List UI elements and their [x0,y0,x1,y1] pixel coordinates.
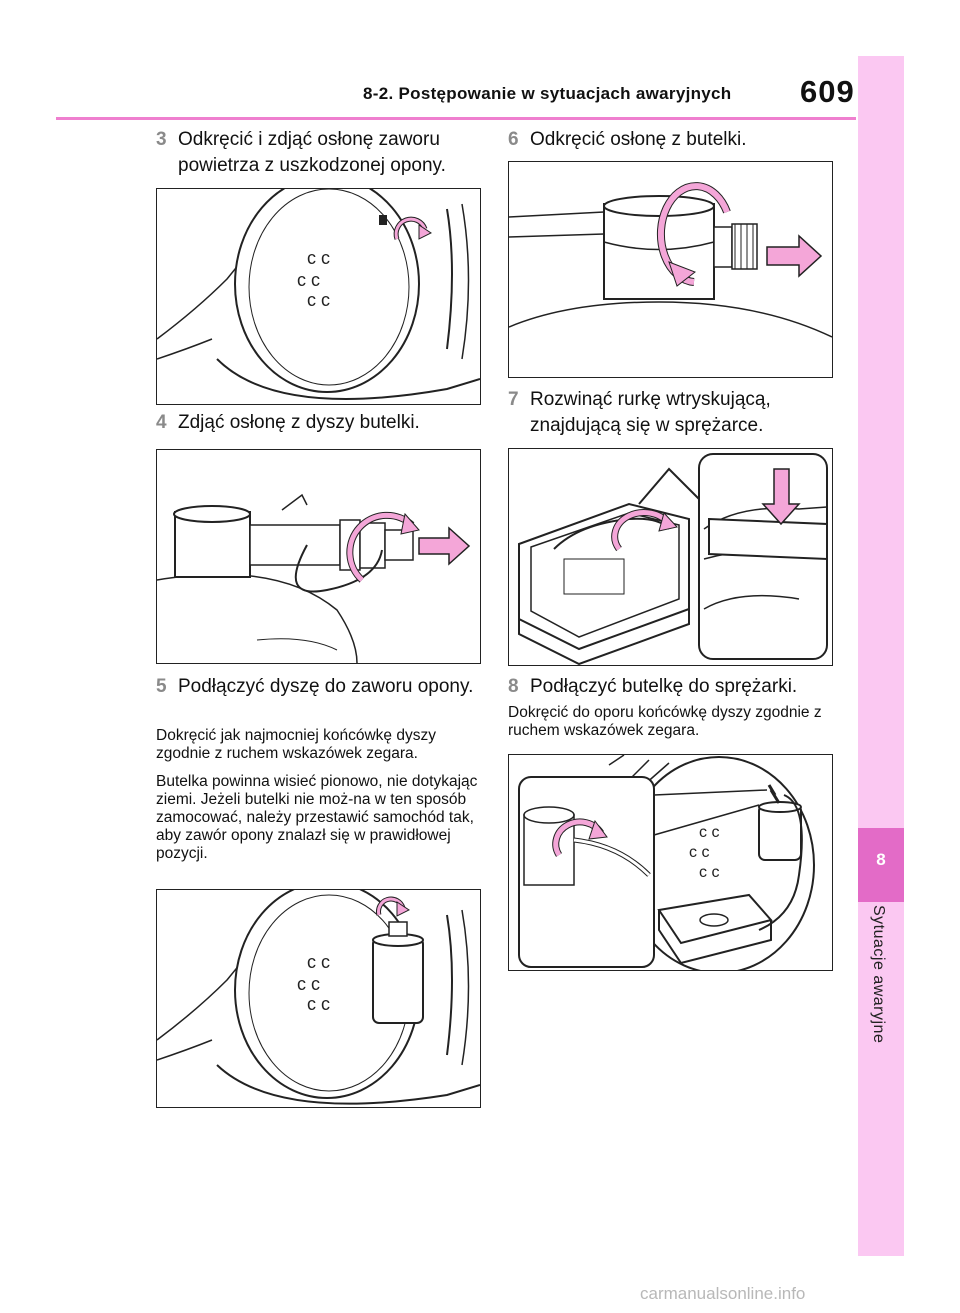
step-text: Podłączyć dyszę do zaworu opony. [178,676,474,697]
figure-connect-bottle-to-compressor: c c c c c c [508,754,833,971]
svg-text:c c: c c [699,864,719,881]
step-3: 3 Odkręcić i zdjąć osłonę zaworu powietr… [156,127,486,179]
figure-unwind-injection-hose [508,448,833,666]
step-8-note-tighten: Dokręcić do oporu końcówkę dyszy zgodnie… [508,704,822,739]
step-number: 8 [508,676,519,697]
figure-remove-bottle-nozzle-cap [156,449,481,664]
step-text: Odkręcić i zdjąć osłonę zaworu powietrza… [178,129,446,176]
step-number: 5 [156,676,167,697]
step-5-note-tighten: Dokręcić jak najmocniej końcówkę dyszy z… [156,727,436,762]
figure-connect-nozzle-to-valve: c c c c c c [156,889,481,1108]
svg-text:c c: c c [689,844,709,861]
watermark: carmanualsonline.info [640,1284,806,1303]
chapter-label: Sytuacje awaryjne [870,905,887,1044]
step-text: Podłączyć butelkę do sprężarki. [530,676,798,697]
svg-text:c c: c c [307,290,330,310]
step-5-note-bottle-position: Butelka powinna wisieć pionowo, nie doty… [156,773,478,862]
step-number: 6 [508,129,519,150]
svg-text:c c: c c [307,994,330,1014]
step-7: 7 Rozwinąć rurkę wtryskującą, znajdującą… [508,387,838,439]
svg-text:c c: c c [297,974,320,994]
side-tab [858,56,904,1256]
step-text: Rozwinąć rurkę wtryskującą, znajdującą s… [530,389,771,436]
side-tab-active-chapter[interactable] [858,828,904,902]
chapter-number: 8 [876,850,886,869]
step-6: 6 Odkręcić osłonę z butelki. [508,127,838,153]
svg-text:c c: c c [307,952,330,972]
step-number: 7 [508,389,519,410]
svg-text:c c: c c [307,248,330,268]
svg-text:c c: c c [699,824,719,841]
figure-remove-valve-cap: c c c c c c [156,188,481,405]
svg-text:c c: c c [297,270,320,290]
header-rule [56,117,856,120]
step-5: 5 Podłączyć dyszę do zaworu opony. [156,674,486,700]
step-number: 3 [156,129,167,150]
section-title: 8-2. Postępowanie w sytuacjach awaryjnyc… [363,84,732,103]
step-4: 4 Zdjąć osłonę z dyszy butelki. [156,410,486,436]
step-number: 4 [156,412,167,433]
page-number: 609 [800,74,855,109]
step-8: 8 Podłączyć butelkę do sprężarki. [508,674,838,700]
step-text: Odkręcić osłonę z butelki. [530,129,747,150]
step-text: Zdjąć osłonę z dyszy butelki. [178,412,420,433]
figure-unscrew-bottle-cap [508,161,833,378]
